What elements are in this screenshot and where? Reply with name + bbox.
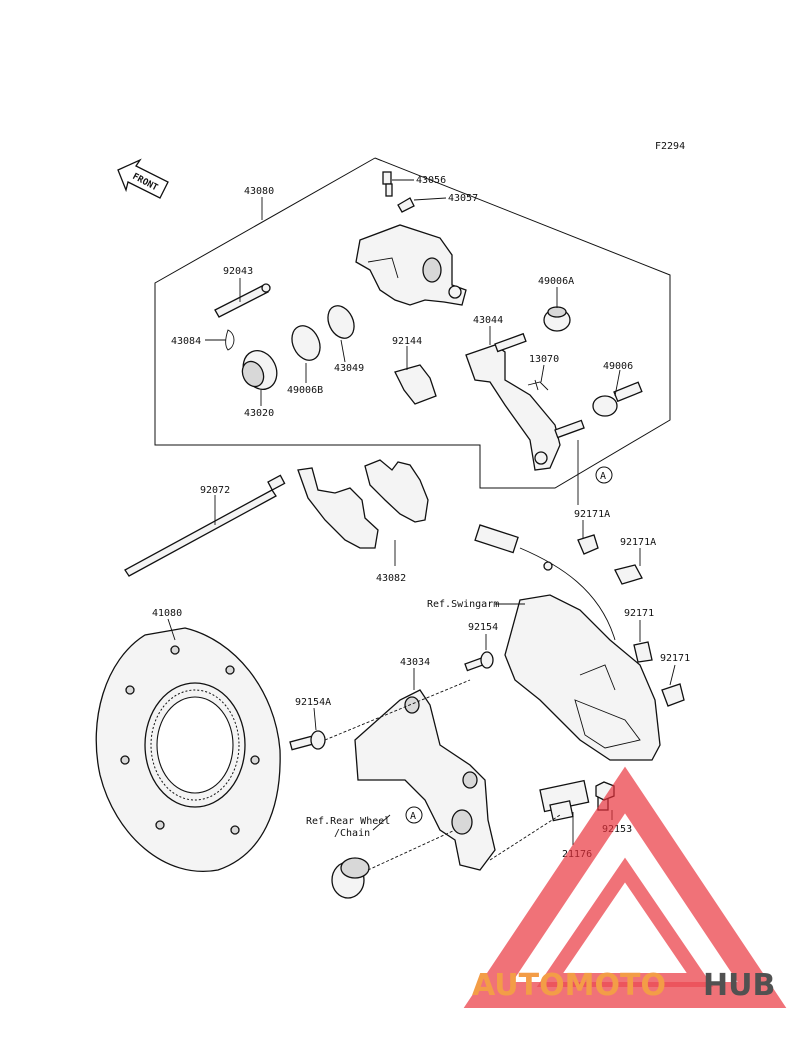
label-43044: 43044 [473,315,503,326]
label-43056: 43056 [416,175,446,186]
logo-text-automoto: AUTOMOTO [472,968,666,1003]
seal-43049 [327,305,355,339]
front-arrow-icon: FRONT [117,158,169,199]
label-13070: 13070 [529,354,559,365]
label-92144: 92144 [392,336,422,347]
bolt-92154A [289,730,326,751]
label-43034: 43034 [400,657,430,668]
clamp-92171A-2 [614,564,643,585]
label-92153: 92153 [602,824,632,835]
label-49006B: 49006B [287,385,323,396]
label-92171A-1: 92171A [574,509,610,520]
cable-tie [124,474,286,577]
svg-text:A: A [600,471,606,482]
label-92154: 92154 [468,622,498,633]
leader-lines [167,179,676,871]
logo-text-hub: HUB [703,968,775,1003]
boot-49006A [543,306,571,332]
bolt-92154 [464,651,494,672]
part-labels: 43080 43056 43057 92043 49006A 43044 430… [152,175,690,860]
label-43082: 43082 [376,573,406,584]
label-43080: 43080 [244,186,274,197]
brake-pads [297,459,429,549]
label-92171-2: 92171 [660,653,690,664]
brake-caliper-body [355,224,467,306]
label-49006A: 49006A [538,276,574,287]
automotohub-logo: AUTOMOTO HUB [463,766,787,1008]
ref-chain-label: /Chain [334,828,370,839]
label-92072: 92072 [200,485,230,496]
label-43057: 43057 [448,193,478,204]
ref-swingarm-label: Ref.Swingarm [427,599,499,610]
bleeder-valve [382,171,393,197]
abs-sensor [474,524,616,641]
bleeder-cap [397,197,415,213]
clamp-92171-1 [633,641,653,663]
figure-code: F2294 [655,141,685,152]
caliper-assembly-outline [154,157,671,489]
label-92043: 92043 [223,266,253,277]
ref-rear-wheel-label: Ref.Rear Wheel [306,816,390,827]
svg-text:A: A [410,811,416,822]
boot-49006 [592,381,643,417]
label-43084: 43084 [171,336,201,347]
label-43020: 43020 [244,408,274,419]
label-92171-1: 92171 [624,608,654,619]
caliper-holder [354,689,496,871]
circle-marker-a-lower: A [405,806,423,824]
label-43049: 43049 [334,363,364,374]
pad-spring [394,364,437,405]
label-92154A: 92154A [295,697,331,708]
clip-43084 [225,329,235,351]
seal-49006B [291,325,321,361]
clamp-92171A-1 [577,534,599,555]
clamp-92171-2 [661,683,685,707]
label-49006: 49006 [603,361,633,372]
sensor-bracket [539,779,590,822]
circle-marker-a-upper: A [595,466,613,484]
caliper-bracket [465,332,585,471]
collar [331,857,370,899]
brake-disc [95,627,281,872]
swingarm-reference [504,594,661,761]
clip-13070 [527,379,549,391]
caliper-piston [241,350,278,390]
label-41080: 41080 [152,608,182,619]
label-92171A-2: 92171A [620,537,656,548]
caliper-pin [214,283,271,318]
